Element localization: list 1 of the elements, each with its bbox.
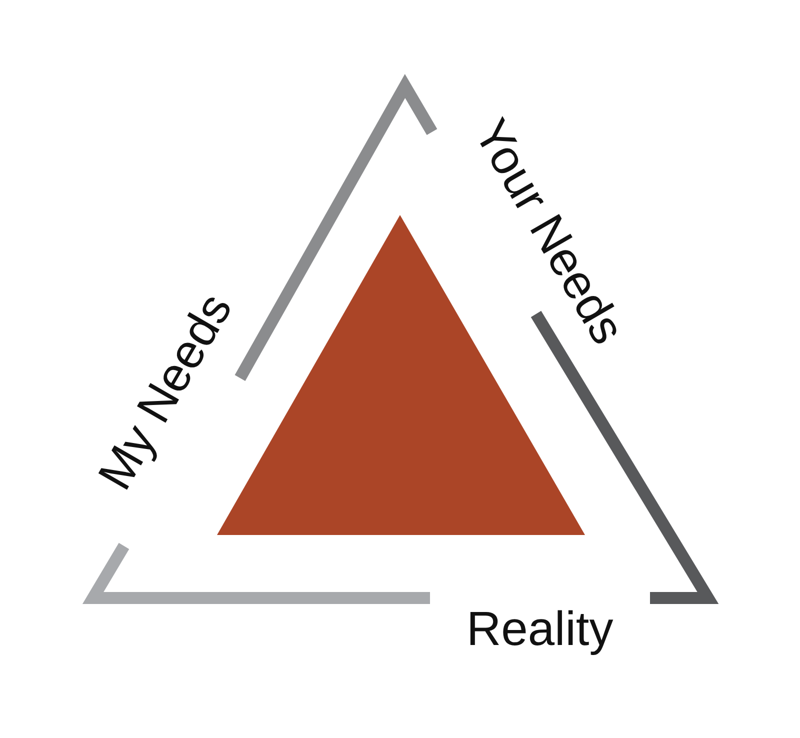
side-label: Reality [466, 606, 614, 654]
